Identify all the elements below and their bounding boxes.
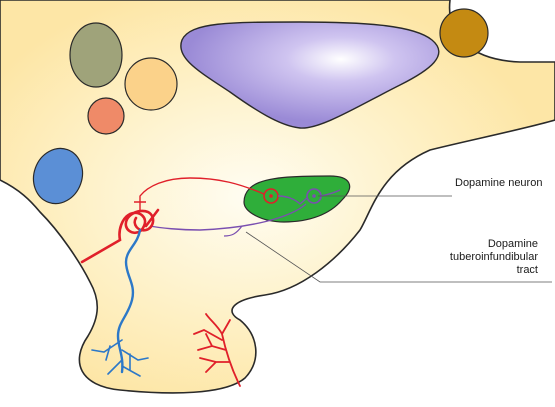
portal-vein [116,228,142,374]
blue-nucleus [32,147,84,205]
neuron-dendrite-purple [320,189,341,197]
tract-label-line-2: tuberoinfundibular [449,251,538,263]
neuron-nucleus-purple [312,194,316,198]
red-axon [134,177,265,210]
tract-label-line-3: tract [516,264,538,276]
leader-line-tract [245,231,552,283]
neuron-connector [277,195,308,205]
tract-label: Dopamine tuberoinfundibular tract [450,238,538,277]
tuberoinfundibular-axon-branch [223,225,243,237]
olive-nucleus [69,22,123,88]
dopamine-neuron-label: Dopamine neuron [455,177,543,189]
neuron-nucleus-red [269,194,273,198]
tuberoinfundibular-axon [149,203,307,231]
paraventricular-nucleus [180,21,440,129]
salmon-nucleus [87,97,125,135]
tract-label-line-1: Dopamine [487,238,538,250]
blue-capillary-branches [91,339,149,377]
red-capillary-tree [193,313,241,387]
dopamine-neuron-body [243,175,351,223]
gold-nucleus [439,8,489,58]
peach-nucleus [124,57,178,111]
portal-vessel-loop [80,208,160,264]
